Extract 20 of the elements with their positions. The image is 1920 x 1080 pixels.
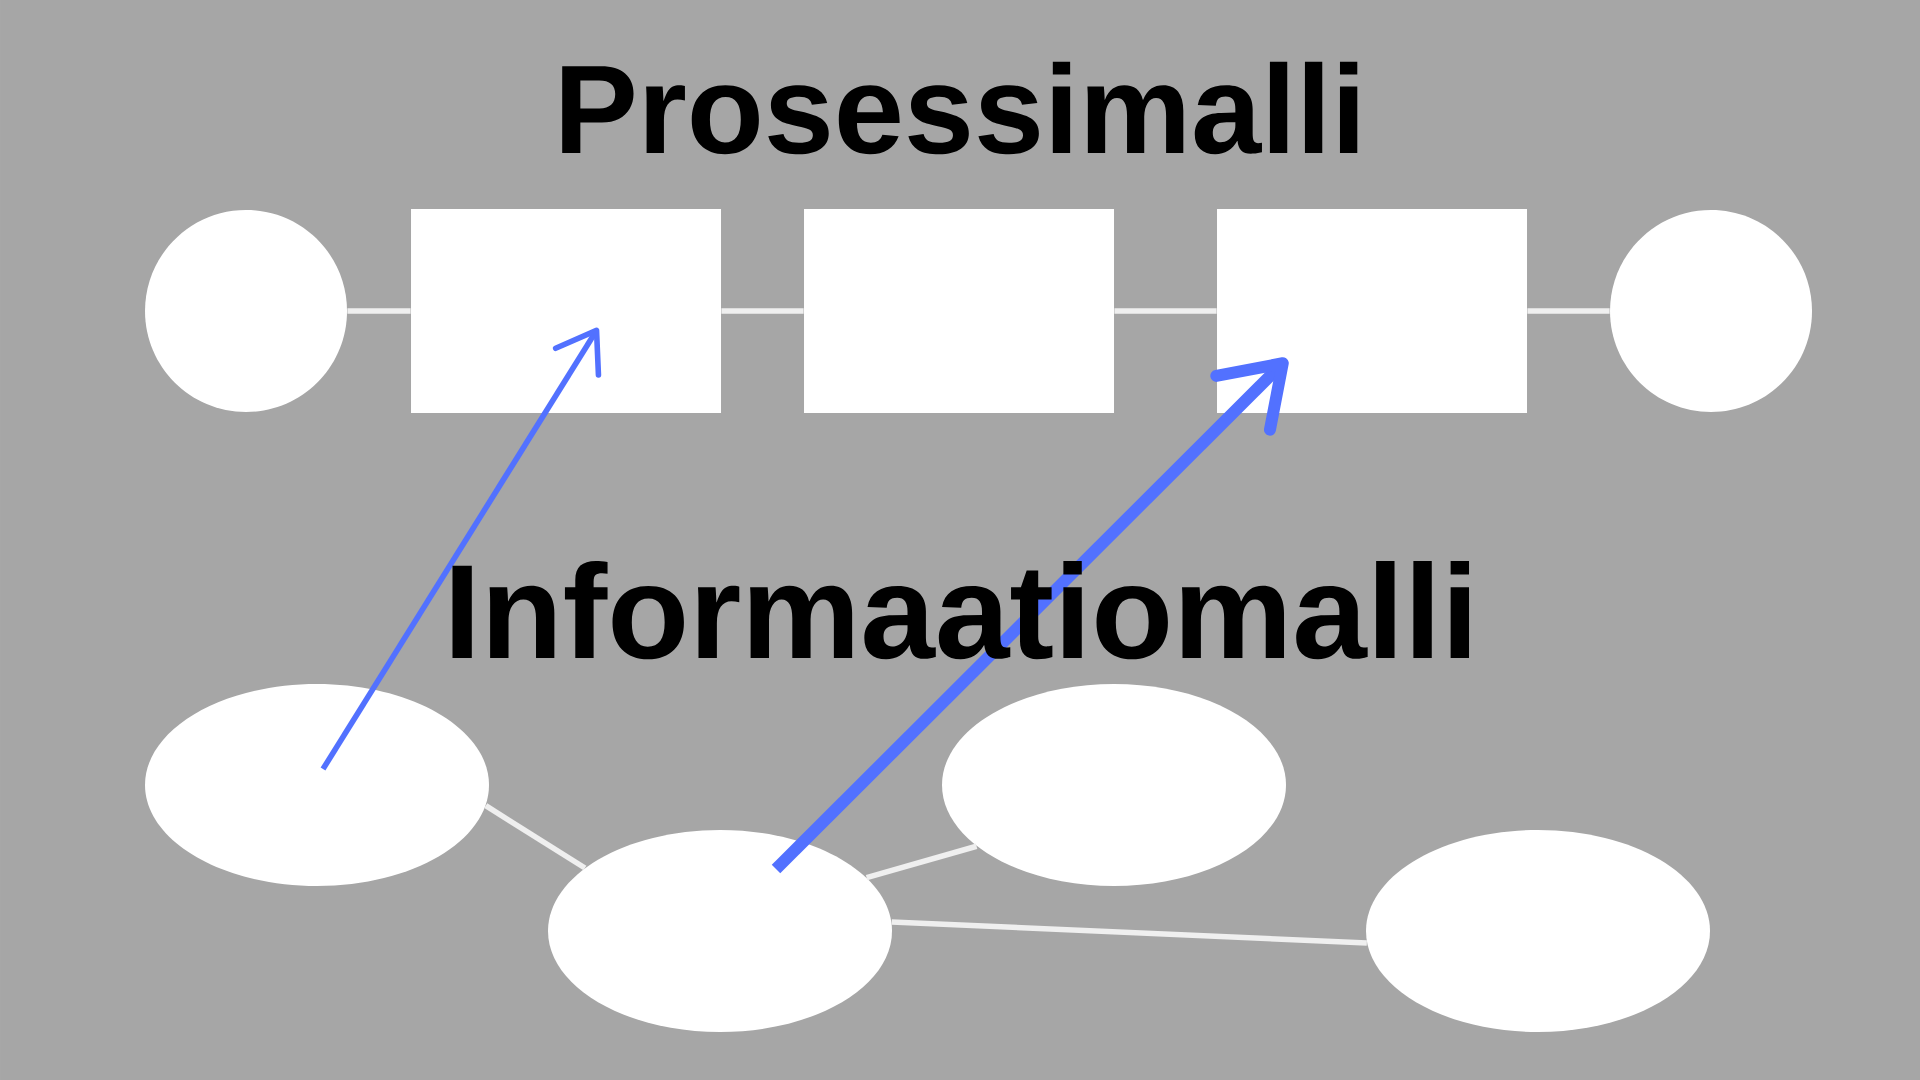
connector-line: [891, 919, 1367, 946]
process-box: [804, 209, 1114, 413]
ellipse: [548, 830, 892, 1032]
section-heading: Informaatiomalli: [452, 560, 1469, 660]
title: Prosessimalli: [562, 61, 1358, 155]
ellipse: [942, 684, 1286, 886]
ellipse: [145, 684, 489, 886]
ellipse: [1366, 830, 1710, 1032]
circle: [1610, 210, 1812, 412]
arrow: [771, 357, 1289, 874]
arrow: [320, 327, 602, 771]
connector-line: [1527, 308, 1610, 314]
connector-line: [865, 843, 978, 881]
process-box: [411, 209, 721, 413]
process-box: [1217, 209, 1527, 413]
connector-line: [484, 803, 587, 871]
circle: [145, 210, 347, 412]
connector-line: [1114, 308, 1217, 314]
connector-line: [347, 308, 411, 314]
connector-line: [721, 308, 804, 314]
